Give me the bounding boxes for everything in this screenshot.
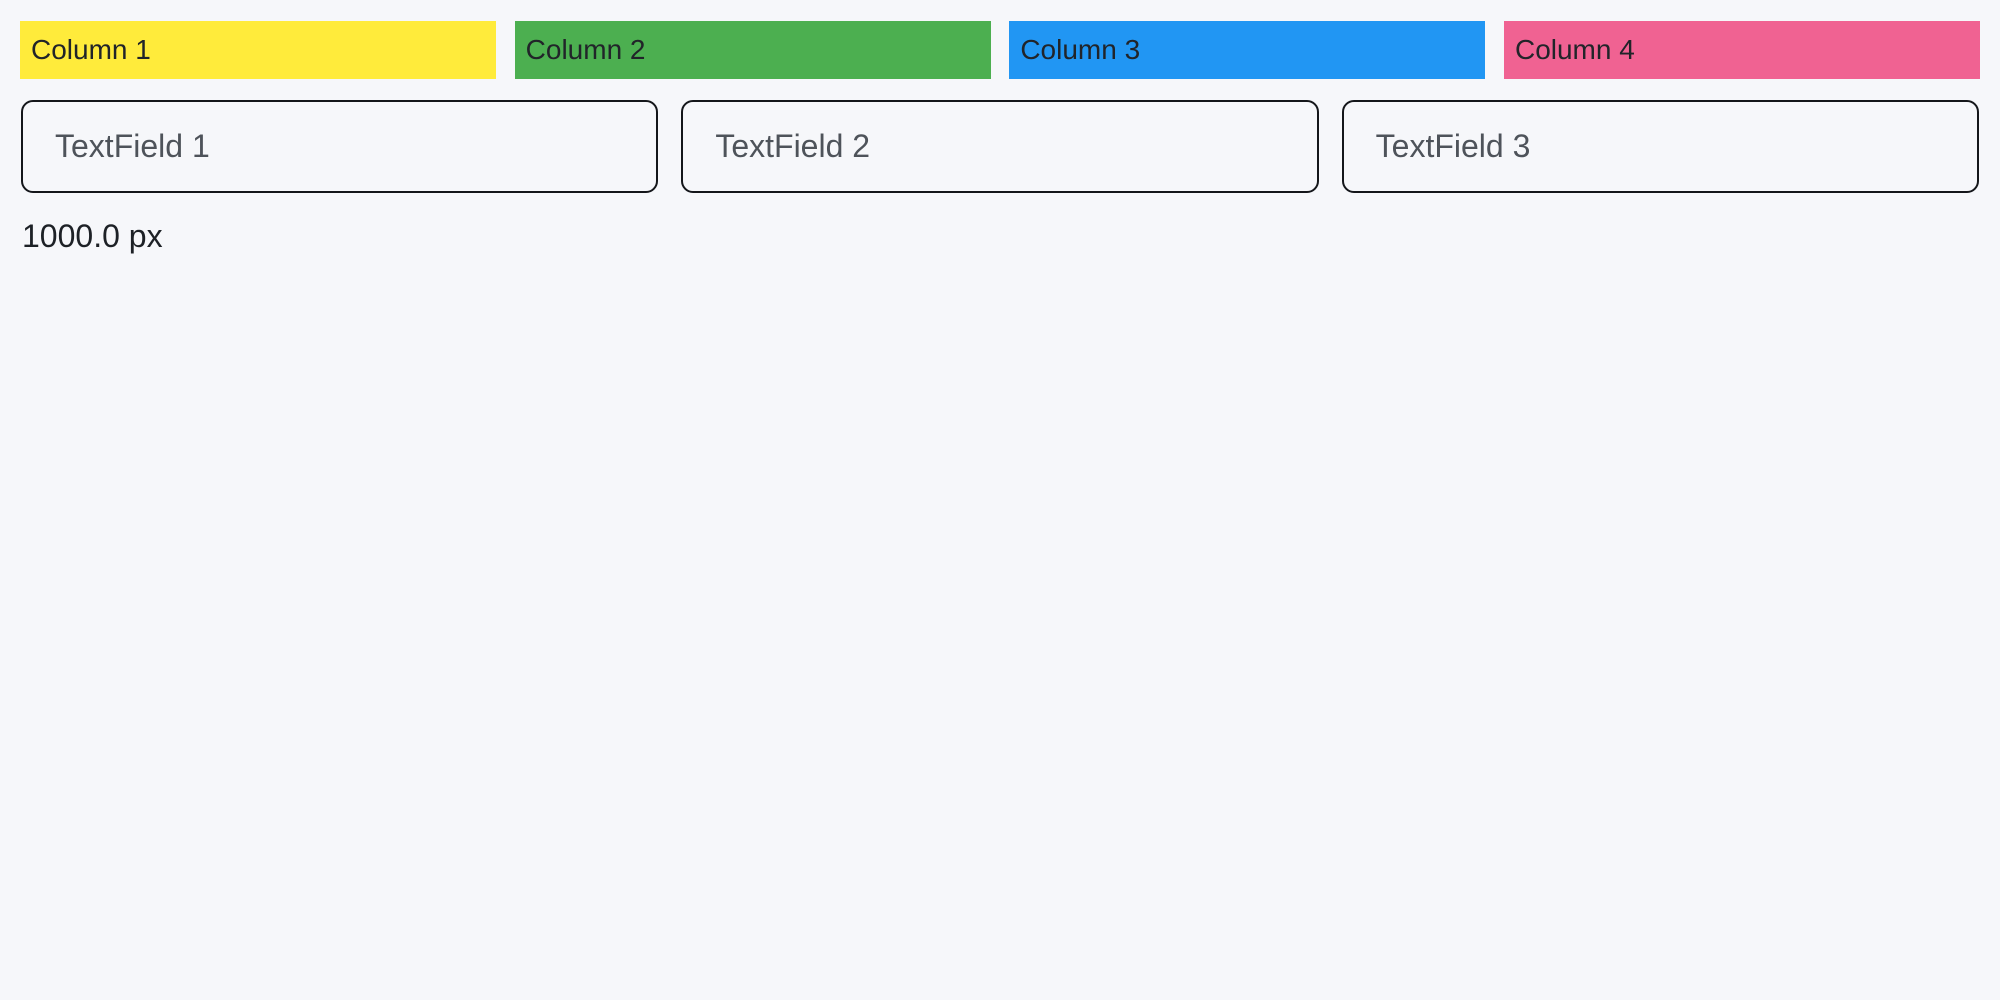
textfield-1[interactable] (21, 100, 659, 193)
columns-row: Column 1 Column 2 Column 3 Column 4 (20, 21, 1980, 79)
screen-width-label: 1000.0 px (22, 218, 163, 254)
textfield-3[interactable] (1341, 100, 1979, 193)
column-bar-1: Column 1 (20, 21, 496, 79)
column-bar-3: Column 3 (1009, 21, 1486, 79)
column-bar-4: Column 4 (1503, 21, 1980, 79)
column-bar-2: Column 2 (514, 21, 991, 79)
textfield-2[interactable] (681, 100, 1319, 193)
textfields-row (21, 100, 1979, 193)
